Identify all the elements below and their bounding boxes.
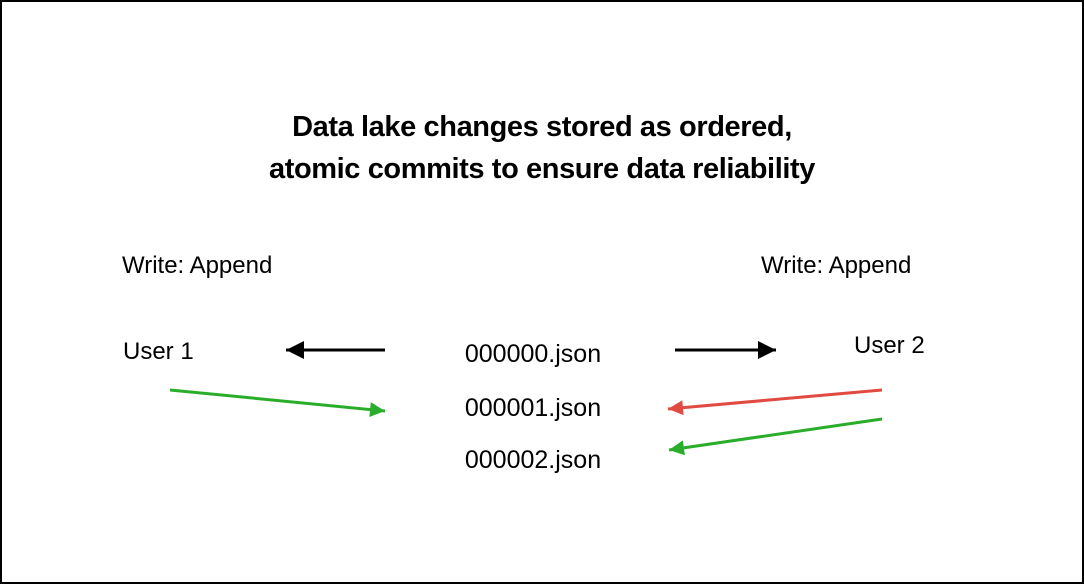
user2-label: User 2 <box>854 332 925 359</box>
diagram-title: Data lake changes stored as ordered, ato… <box>2 106 1082 190</box>
write-append-label-left: Write: Append <box>122 252 273 279</box>
commit-file-000000: 000000.json <box>464 340 602 368</box>
user2-append-conflict-arrow <box>667 388 883 416</box>
user1-label: User 1 <box>123 338 194 365</box>
write-append-label-right: Write: Append <box>761 252 912 279</box>
user1-append-commit-arrow <box>169 388 386 418</box>
commit-file-000002: 000002.json <box>464 446 602 474</box>
user2-append-retry-arrow <box>668 417 883 456</box>
commit-file-000001: 000001.json <box>464 394 602 422</box>
diagram-title-line1: Data lake changes stored as ordered, <box>292 111 792 143</box>
diagram-title-line2: atomic commits to ensure data reliabilit… <box>268 153 816 185</box>
